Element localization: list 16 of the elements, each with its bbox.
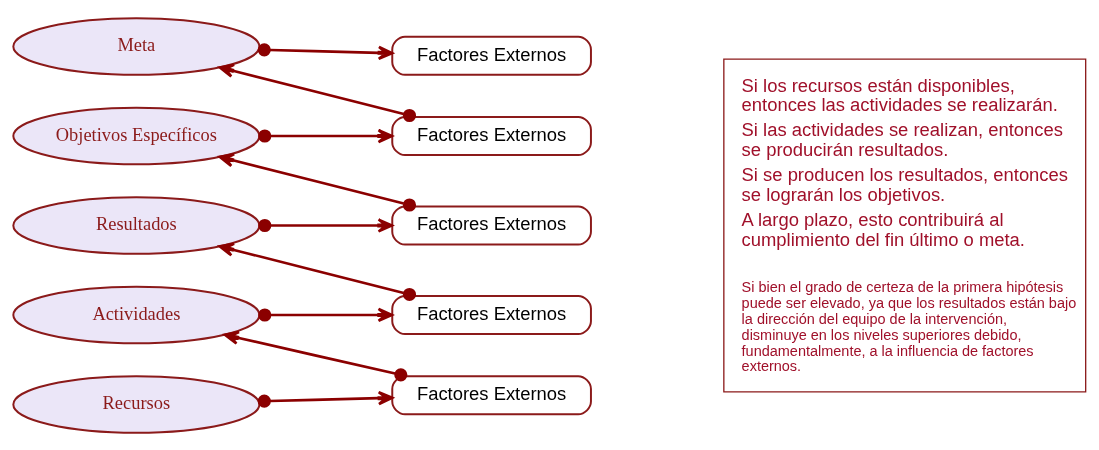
node-box: Si los recursos están disponibles, entonces las actividades se realizarán. Si las actividades se realizan, entonces se producirán resultados. Si se producen los resultados, entonces se lograrán los objetivos. A largo plazo, esto contribuirá al cumplimiento del fin último o meta. Si bien el grado de certeza de la primera hipótesis puede ser elevado, ya que los resultados están bajo la dirección del equipo de la intervención, disminuye en los niveles superiores debido, fundamentalmente, a la influencia de factores externos.: [723, 57, 1087, 393]
node-box: Factores Externos: [391, 374, 592, 415]
arrow: [223, 330, 408, 381]
arrow: [258, 128, 394, 143]
node-box: Factores Externos: [391, 294, 592, 335]
node-box: Factores Externos: [391, 35, 592, 76]
arrow: [258, 217, 394, 233]
arrow: [258, 307, 394, 322]
node-box: Factores Externos: [391, 115, 592, 156]
node-box: Factores Externos: [391, 204, 592, 246]
arrow: [257, 390, 394, 408]
arrow: [257, 42, 394, 60]
node-ellipse: Recursos: [12, 374, 261, 434]
arrow: [218, 152, 417, 212]
arrow: [218, 63, 417, 122]
arrow: [218, 242, 417, 301]
